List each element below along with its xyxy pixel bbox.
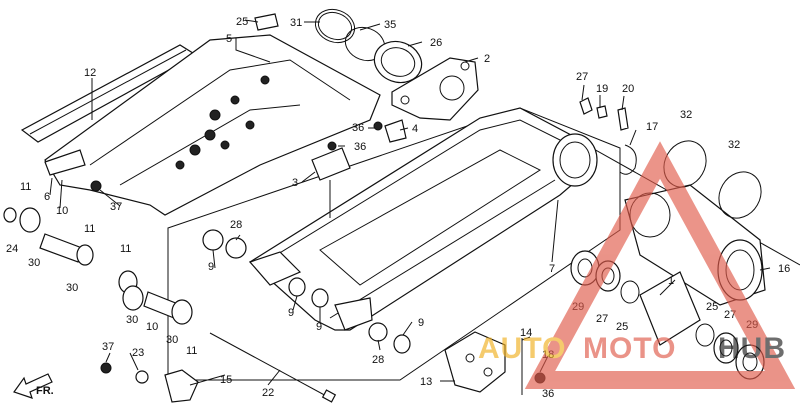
callout-24: 27 bbox=[576, 71, 588, 83]
callout-31: 31 bbox=[290, 17, 302, 29]
nut-24 bbox=[579, 97, 593, 115]
clip-17 bbox=[619, 144, 637, 175]
bracket-15 bbox=[164, 369, 199, 403]
watermark-logo: AUTO MOTO HUB bbox=[478, 141, 796, 389]
callout-21: 22 bbox=[262, 387, 274, 399]
callout-30d: 30 bbox=[166, 334, 178, 346]
callout-23: 24 bbox=[6, 243, 18, 255]
callout-32a: 32 bbox=[680, 109, 692, 121]
bolt-37 bbox=[100, 362, 112, 374]
callout-30b: 30 bbox=[66, 282, 78, 294]
bushing-9c bbox=[311, 288, 329, 308]
bolt-20 bbox=[617, 107, 629, 131]
callout-9d: 9 bbox=[418, 317, 424, 329]
callout-3: 3 bbox=[292, 177, 298, 189]
callout-7: 25 bbox=[236, 16, 248, 28]
bracket-3 bbox=[311, 147, 351, 181]
bushing-28b bbox=[368, 322, 388, 342]
callout-10a: 10 bbox=[56, 205, 68, 217]
seal-31 bbox=[314, 8, 356, 44]
bolt-7 bbox=[254, 13, 279, 31]
callout-5: 5 bbox=[226, 33, 232, 45]
plate-2 bbox=[391, 57, 479, 121]
callout-34: 37 bbox=[110, 201, 122, 213]
bushing-9b bbox=[288, 277, 306, 297]
front-direction-arrow: FR. bbox=[13, 373, 54, 399]
callout-10b: 10 bbox=[146, 321, 158, 333]
watermark-word-c: HUB bbox=[718, 332, 786, 365]
callout-9b: 9 bbox=[288, 307, 294, 319]
axle-collar bbox=[639, 271, 701, 346]
callout-15: 15 bbox=[220, 374, 232, 386]
callout-28a: 28 bbox=[230, 219, 242, 231]
callout-37: 37 bbox=[102, 341, 114, 353]
callout-1: 1 bbox=[668, 275, 674, 287]
callout-36b: 36 bbox=[542, 388, 554, 400]
callout-28b: 28 bbox=[372, 354, 384, 366]
bolt-19 bbox=[596, 105, 608, 119]
callout-27a: 27 bbox=[596, 313, 608, 325]
watermark-word-b: MOTO bbox=[583, 332, 676, 365]
bearing-11a bbox=[76, 244, 94, 266]
bolt-35 bbox=[373, 121, 383, 131]
watermark-triangle bbox=[524, 141, 796, 389]
callout-25b: 25 bbox=[706, 301, 718, 313]
callout-12: 12 bbox=[84, 67, 96, 79]
callout-6: 6 bbox=[44, 191, 50, 203]
bolt-36a bbox=[327, 141, 337, 151]
bearing-27b bbox=[713, 332, 739, 364]
callout-25a: 25 bbox=[616, 321, 628, 333]
callout-19: 19 bbox=[596, 83, 608, 95]
callout-30c: 30 bbox=[126, 314, 138, 326]
callout-20: 20 bbox=[622, 83, 634, 95]
watermark-word-a: AUTO bbox=[478, 332, 566, 365]
callout-11b: 11 bbox=[84, 223, 95, 235]
callout-32b: 32 bbox=[728, 139, 740, 151]
callout-26: 26 bbox=[430, 37, 442, 49]
bushing-28a bbox=[225, 237, 247, 259]
callout-13: 13 bbox=[420, 376, 432, 388]
bushing-9d bbox=[393, 334, 411, 354]
callout-8: 7 bbox=[549, 263, 555, 275]
rear-fender bbox=[44, 34, 381, 216]
bearing-30a bbox=[19, 207, 41, 233]
nut-4 bbox=[384, 119, 407, 143]
callout-9c: 9 bbox=[316, 321, 322, 333]
callout-33: 35 bbox=[384, 19, 396, 31]
callout-9a: 9 bbox=[208, 261, 214, 273]
callout-11c: 11 bbox=[120, 243, 131, 255]
callout-36a: 36 bbox=[354, 141, 366, 153]
callout-35: 36 bbox=[352, 122, 364, 134]
callout-11d: 11 bbox=[186, 345, 197, 357]
callout-16: 16 bbox=[778, 263, 790, 275]
washer-25b bbox=[695, 323, 715, 347]
callout-17: 17 bbox=[646, 121, 658, 133]
washer-25a bbox=[620, 280, 640, 304]
leader-lines bbox=[49, 19, 771, 386]
callout-2: 2 bbox=[484, 53, 490, 65]
fender-holes bbox=[175, 75, 270, 170]
bearing-30b bbox=[122, 285, 144, 311]
ring-26 bbox=[373, 40, 423, 84]
washer-23 bbox=[3, 207, 17, 223]
bracket-6 bbox=[44, 149, 86, 176]
callout-30a: 30 bbox=[28, 257, 40, 269]
bolt-34 bbox=[90, 180, 102, 192]
pivot-bolt-21 bbox=[209, 332, 331, 399]
swingarm-window bbox=[319, 149, 542, 286]
callout-22: 23 bbox=[132, 347, 144, 359]
bearing-30c bbox=[171, 299, 193, 325]
seal-32b bbox=[718, 171, 762, 219]
nut-22 bbox=[135, 370, 149, 384]
chain-guide-13 bbox=[444, 331, 506, 393]
bushing-9a bbox=[202, 229, 224, 251]
callout-4: 4 bbox=[412, 123, 418, 135]
callout-14: 14 bbox=[520, 327, 532, 339]
svg-text:FR.: FR. bbox=[36, 385, 54, 397]
collar-10a bbox=[39, 233, 83, 263]
callout-11a: 11 bbox=[20, 181, 31, 193]
